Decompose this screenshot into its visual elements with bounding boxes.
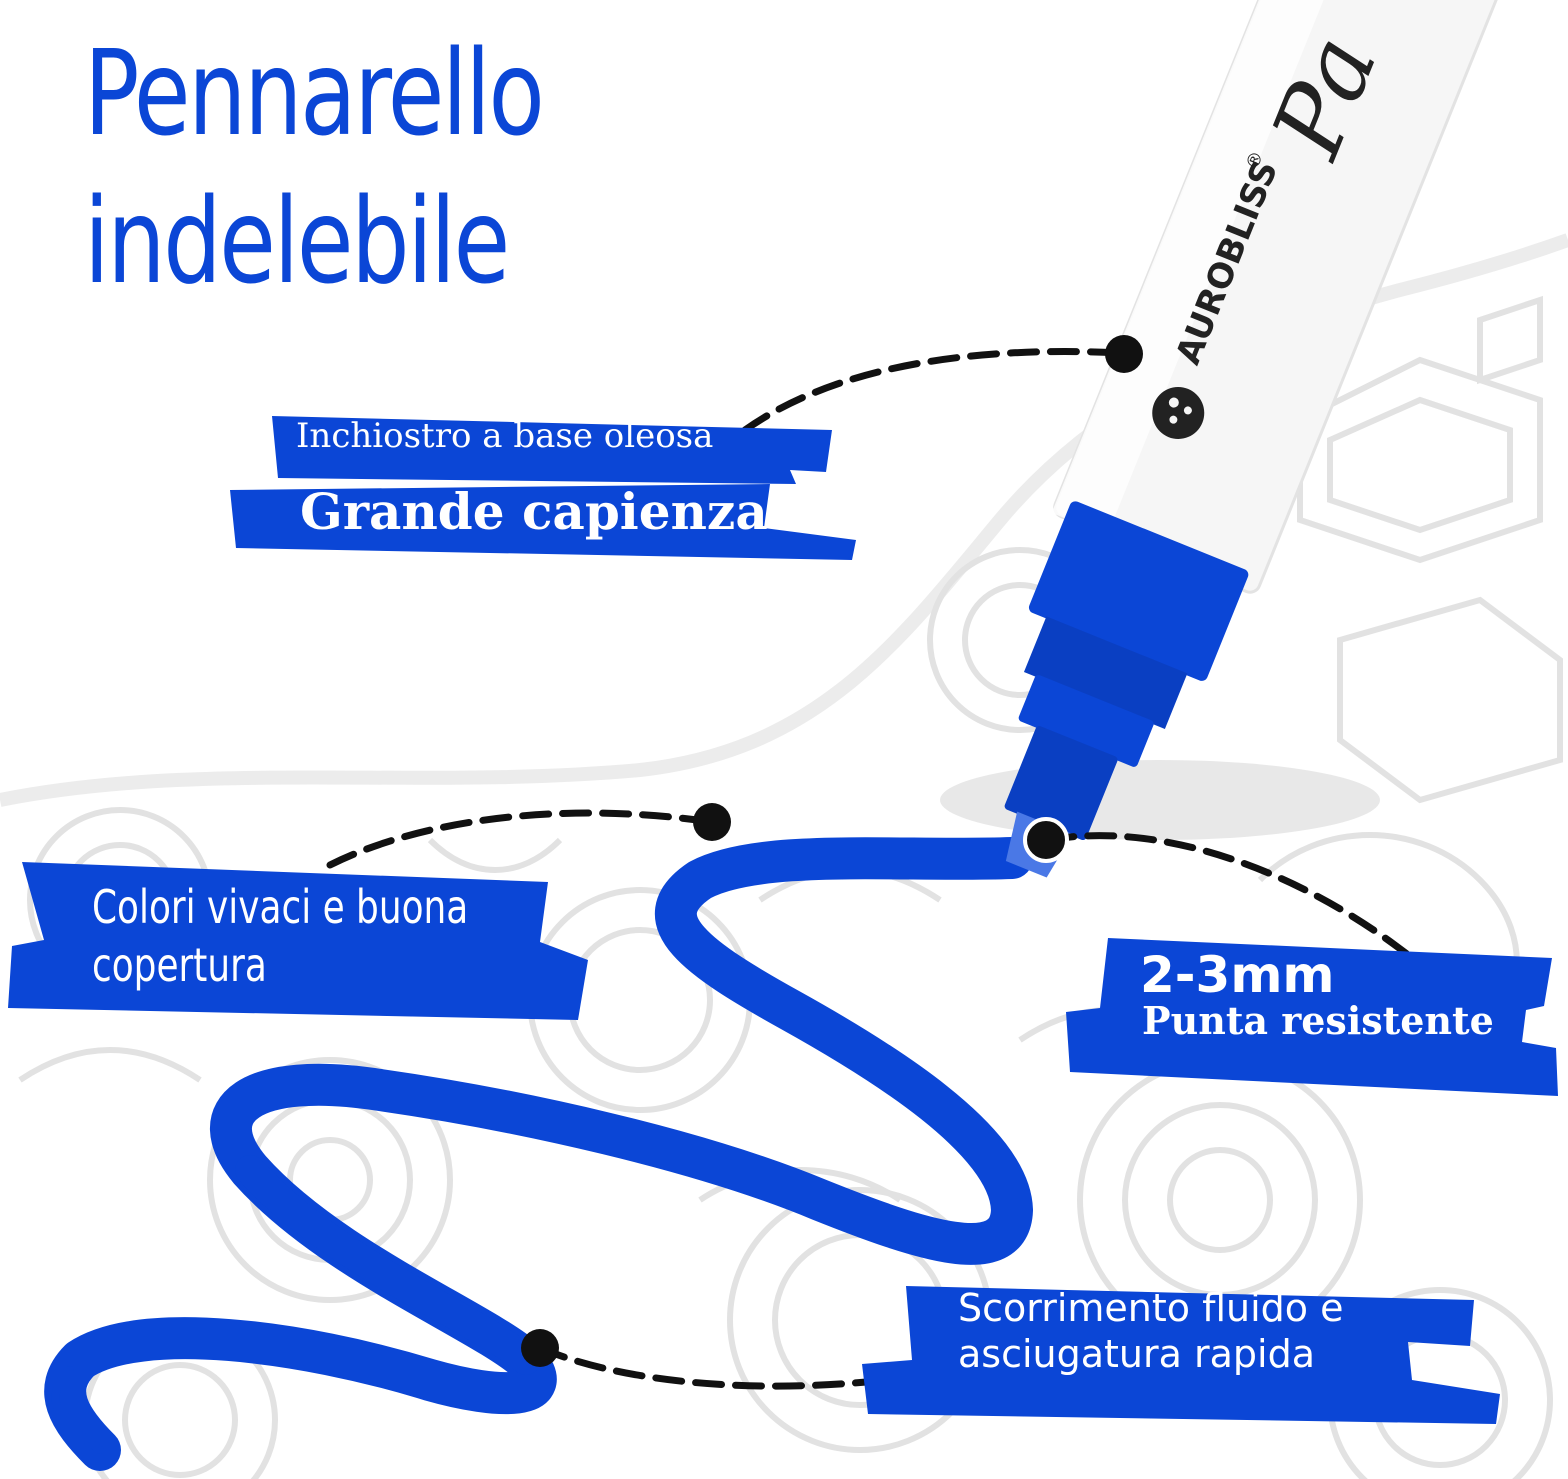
palette-icon xyxy=(1152,386,1205,439)
label-brush-ink xyxy=(230,416,856,560)
marker-collar xyxy=(1028,501,1249,681)
feature-tip-label: Punta resistente xyxy=(1142,998,1494,1043)
callout-dot xyxy=(1105,335,1143,373)
feature-colors-line2: copertura xyxy=(92,938,267,992)
label-brush-flow xyxy=(862,1286,1500,1424)
marker-shadow xyxy=(940,760,1380,840)
feature-flow-line1: Scorrimento fluido e xyxy=(958,1286,1344,1330)
paint-stroke xyxy=(44,837,1033,1471)
page-title-line2: indelebile xyxy=(84,172,510,310)
feature-tip-size: 2-3mm xyxy=(1140,946,1335,1004)
feature-colors-line1: Colori vivaci e buona xyxy=(92,880,469,934)
page-title-line1: Pennarello xyxy=(84,24,545,162)
callout-dot xyxy=(1023,817,1069,863)
callout-dot xyxy=(693,803,731,841)
feature-ink: Inchiostro a base oleosa xyxy=(296,416,714,456)
callout-dot xyxy=(521,1329,559,1367)
label-brush-tip xyxy=(1066,938,1558,1096)
feature-capacity: Grande capienza xyxy=(300,482,768,541)
feature-flow-line2: asciugatura rapida xyxy=(958,1332,1315,1376)
label-brush-colors xyxy=(8,862,588,1020)
